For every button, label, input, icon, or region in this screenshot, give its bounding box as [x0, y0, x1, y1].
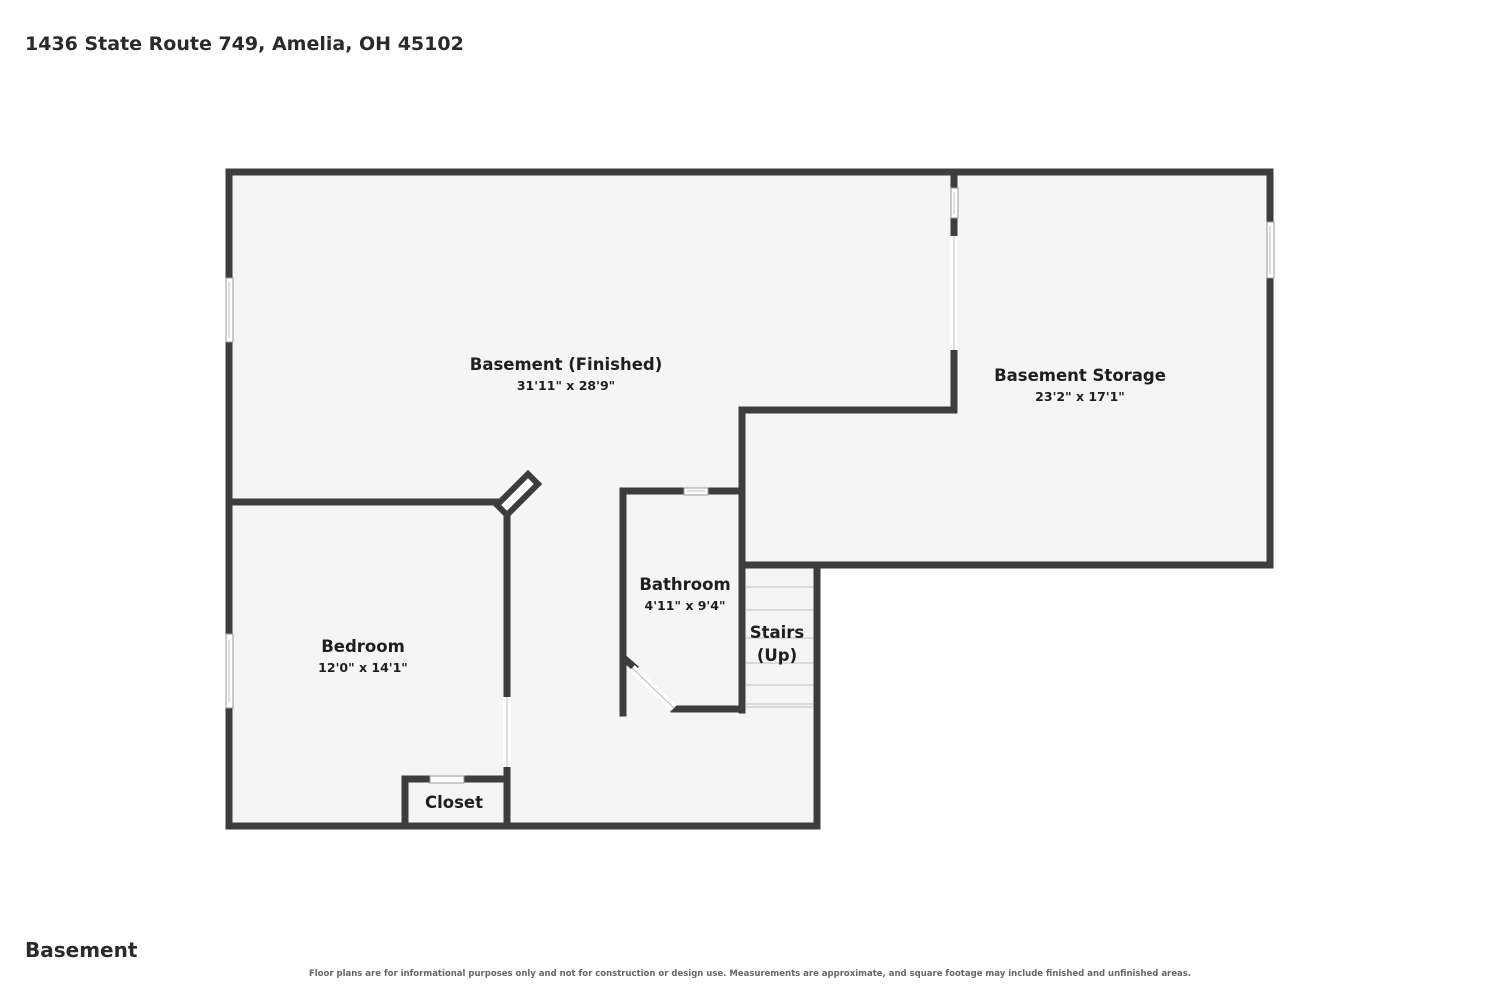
column — [492, 469, 543, 520]
room-name-bedroom: Bedroom — [321, 637, 405, 656]
floor-areas — [229, 172, 1270, 826]
room-dims-bathroom: 4'11" x 9'4" — [645, 598, 726, 613]
disclaimer-text: Floor plans are for informational purpos… — [308, 969, 1192, 979]
stairs-treads — [746, 586, 813, 708]
bathroom-angled-wall — [621, 655, 639, 672]
room-name-basement-finished: Basement (Finished) — [470, 355, 662, 374]
room-dims-basement-storage: 23'2" x 17'1" — [1035, 389, 1125, 404]
closet-door — [429, 775, 465, 784]
address-heading: 1436 State Route 749, Amelia, OH 45102 — [25, 33, 464, 55]
windows — [225, 187, 1275, 784]
room-dims-bedroom: 12'0" x 14'1" — [318, 660, 408, 675]
door-openings — [503, 236, 958, 767]
room-name-stairs: Stairs — [750, 623, 805, 642]
closet-wall — [401, 775, 511, 830]
room-name-stairs-direction: (Up) — [757, 646, 797, 665]
room-name-bathroom: Bathroom — [639, 575, 730, 594]
room-dims-basement-finished: 31'11" x 28'9" — [517, 378, 615, 393]
room-name-basement-storage: Basement Storage — [994, 366, 1166, 385]
room-name-closet: Closet — [425, 793, 483, 812]
level-name: Basement — [25, 938, 138, 962]
